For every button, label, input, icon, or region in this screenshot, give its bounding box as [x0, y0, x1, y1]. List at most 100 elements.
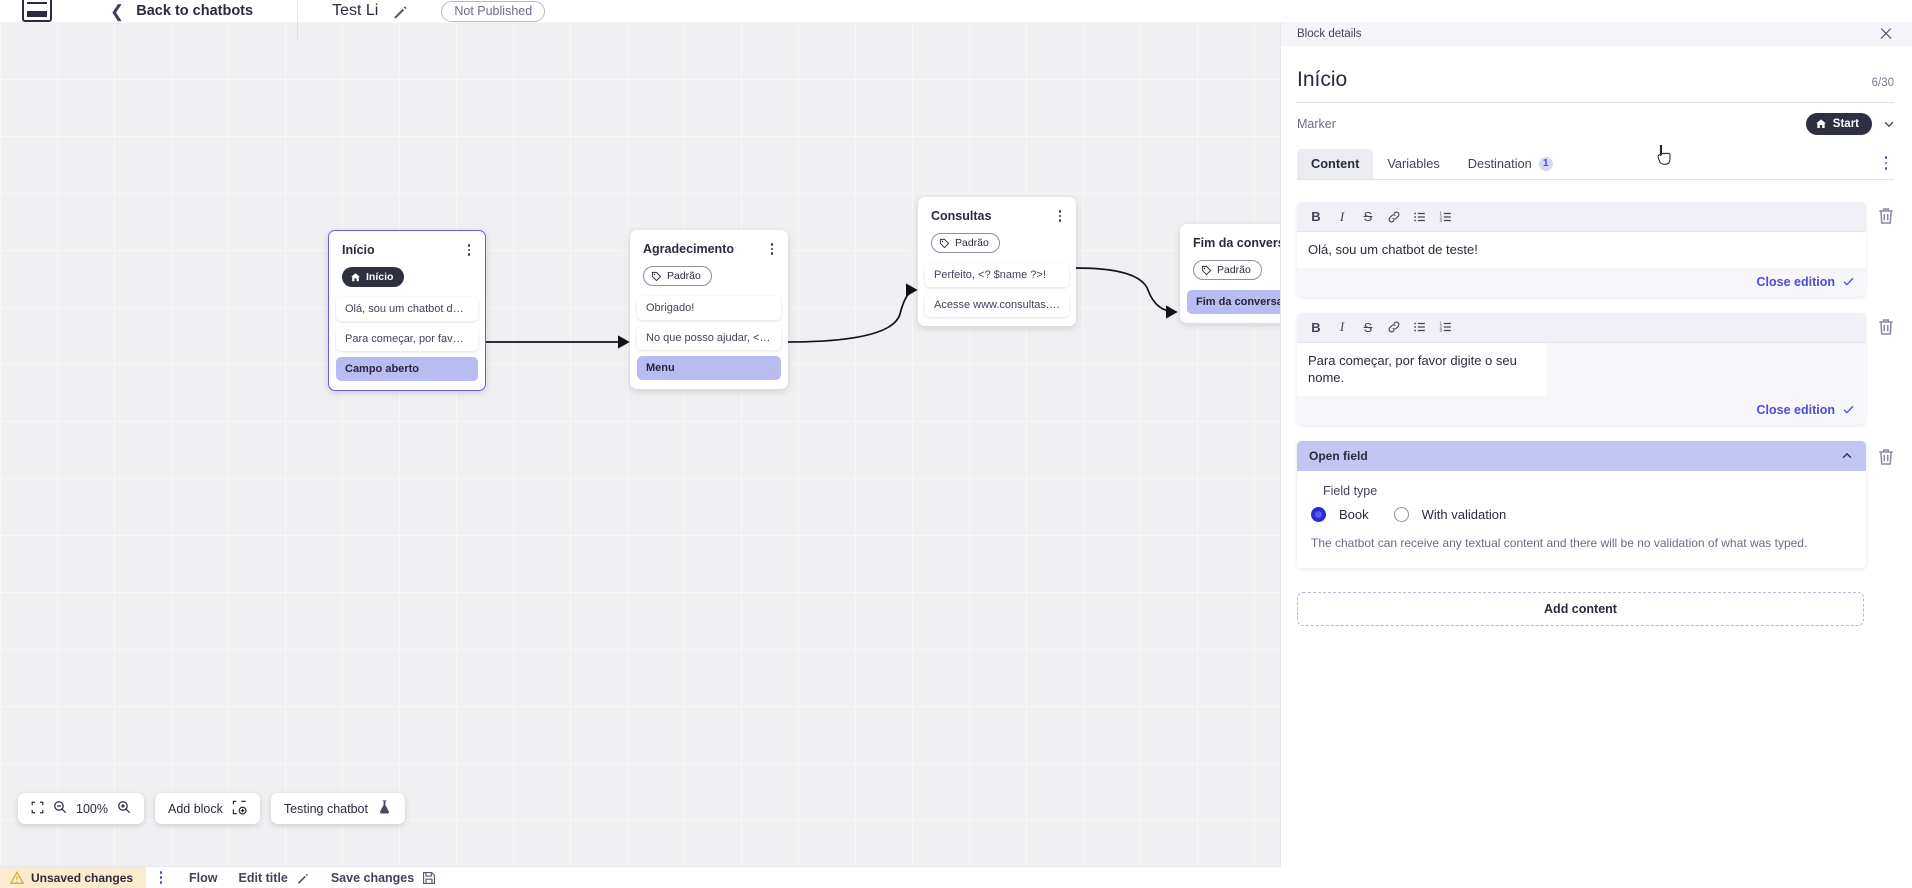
block-details-panel: Block details Início 6/30 Marker Start C…	[1280, 22, 1912, 888]
add-block-button[interactable]: Add block	[154, 793, 260, 824]
chevron-down-icon[interactable]	[1882, 117, 1896, 131]
flow-canvas[interactable]: Início Início Olá, sou um chatbot de tes…	[0, 22, 1281, 866]
node-badge-start: Início	[342, 267, 405, 287]
tab-destination-label: Destination	[1467, 156, 1532, 171]
close-edition-button[interactable]: Close edition	[1297, 268, 1866, 297]
svg-text:2: 2	[1440, 214, 1443, 219]
zoom-level: 100%	[76, 801, 108, 816]
radio-book[interactable]	[1311, 506, 1326, 522]
editor-text-area[interactable]: Olá, sou um chatbot de teste!	[1297, 232, 1866, 268]
radio-with-validation-label[interactable]: With validation	[1421, 506, 1507, 522]
flow-node-consultas[interactable]: Consultas Padrão Perfeito, <? $name ?>! …	[918, 197, 1076, 326]
node-badge-default: Padrão	[1193, 260, 1262, 280]
tab-content-label: Content	[1311, 156, 1360, 171]
node-chip[interactable]: Obrigado!	[637, 295, 781, 320]
field-type-label: Field type	[1323, 483, 1378, 498]
open-field-description: The chatbot can receive any textual cont…	[1311, 535, 1808, 550]
fit-screen-icon[interactable]	[31, 801, 44, 817]
node-badge-label: Padrão	[1217, 264, 1251, 276]
strikethrough-icon[interactable]: S	[1363, 319, 1373, 335]
publish-status-badge: Not Published	[441, 0, 546, 22]
save-changes-button[interactable]: Save changes	[331, 871, 436, 885]
svg-text:1: 1	[1440, 321, 1443, 326]
svg-text:1: 1	[1440, 210, 1443, 215]
node-kebab-icon[interactable]	[1053, 208, 1067, 224]
marker-value: Start	[1832, 118, 1859, 130]
chevron-up-icon[interactable]	[1840, 449, 1854, 463]
node-badge-label: Padrão	[667, 270, 701, 282]
node-badge-label: Início	[366, 271, 394, 283]
bullet-list-icon[interactable]	[1407, 317, 1433, 338]
radio-book-label[interactable]: Book	[1339, 506, 1369, 522]
trash-icon[interactable]	[1876, 447, 1896, 467]
zoom-in-icon[interactable]	[117, 800, 131, 817]
back-to-chatbots-link[interactable]: Back to chatbots	[136, 3, 254, 19]
flow-node-fim-da-conversa[interactable]: Fim da conversa Padrão Fim da conversa	[1180, 224, 1281, 323]
flow-node-inicio[interactable]: Início Início Olá, sou um chatbot de tes…	[328, 230, 486, 391]
node-header: Agradecimento Padrão	[630, 230, 788, 287]
italic-icon[interactable]: I	[1339, 319, 1345, 335]
node-chip[interactable]: Perfeito, <? $name ?>!	[925, 262, 1069, 287]
status-bar-kebab-icon[interactable]	[154, 867, 168, 888]
panel-topbar-label: Block details	[1297, 28, 1362, 40]
pencil-icon[interactable]	[392, 3, 409, 20]
status-bar: Unsaved changes Flow Edit title Save cha…	[0, 866, 1281, 888]
radio-with-validation[interactable]	[1393, 506, 1409, 522]
node-chip[interactable]: No que posso ajudar, <? $name ...	[637, 325, 781, 350]
testing-chatbot-button[interactable]: Testing chatbot	[270, 793, 405, 824]
node-title: Consultas	[931, 209, 992, 223]
tab-variables[interactable]: Variables	[1373, 149, 1453, 179]
open-field-body: Field type Book With validation The chat…	[1297, 470, 1866, 569]
node-chip[interactable]: Olá, sou um chatbot de teste!	[336, 296, 478, 321]
editor-text-area[interactable]: Para começar, por favor digite o seu nom…	[1297, 342, 1547, 396]
flow-label: Flow	[189, 870, 218, 885]
edit-title-button[interactable]: Edit title	[239, 871, 310, 885]
node-badge-default: Padrão	[643, 266, 712, 286]
marker-start-pill[interactable]: Start	[1805, 113, 1872, 135]
bullet-list-icon[interactable]	[1407, 206, 1433, 227]
node-chip[interactable]: Para começar, por favor digite o ...	[336, 326, 478, 351]
top-header: ❮ Back to chatbots Test Li Not Published	[0, 0, 1912, 40]
node-kebab-icon[interactable]	[462, 242, 476, 258]
chevron-left-icon[interactable]: ❮	[110, 1, 125, 21]
node-chip-highlight[interactable]: Fim da conversa	[1187, 289, 1281, 314]
strikethrough-icon[interactable]: S	[1363, 209, 1373, 224]
add-content-button[interactable]: Add content	[1297, 592, 1864, 627]
open-field-header[interactable]: Open field	[1297, 440, 1866, 471]
bold-icon[interactable]: B	[1311, 319, 1321, 335]
flow-node-agradecimento[interactable]: Agradecimento Padrão Obrigado! No que po…	[630, 230, 788, 389]
close-edition-button[interactable]: Close edition	[1297, 396, 1866, 425]
bold-icon[interactable]: B	[1311, 209, 1321, 224]
tab-content[interactable]: Content	[1297, 149, 1374, 179]
close-edition-label: Close edition	[1756, 274, 1835, 289]
node-title: Agradecimento	[643, 242, 734, 256]
italic-icon[interactable]: I	[1339, 208, 1345, 224]
marker-control: Start	[1805, 113, 1896, 135]
zoom-out-icon[interactable]	[53, 800, 67, 817]
node-chip[interactable]: Acesse www.consultas.com par...	[925, 292, 1069, 317]
node-kebab-icon[interactable]	[765, 241, 779, 257]
link-icon[interactable]	[1381, 317, 1407, 338]
node-chip-highlight[interactable]: Menu	[637, 355, 781, 380]
node-chip-highlight[interactable]: Campo aberto	[336, 356, 478, 381]
zoom-controls[interactable]: 100%	[18, 793, 144, 824]
trash-icon[interactable]	[1876, 317, 1896, 337]
node-body: Obrigado! No que posso ajudar, <? $name …	[630, 287, 788, 389]
app-logo-icon[interactable]	[22, 0, 52, 22]
panel-kebab-icon[interactable]	[1878, 152, 1894, 174]
panel-divider	[1297, 102, 1894, 103]
svg-text:2: 2	[1440, 324, 1443, 329]
tab-destination[interactable]: Destination 1	[1454, 149, 1567, 179]
node-header: Fim da conversa Padrão	[1180, 224, 1281, 281]
trash-icon[interactable]	[1876, 206, 1896, 226]
flow-button[interactable]: Flow	[189, 871, 217, 885]
close-icon[interactable]	[1878, 26, 1894, 42]
save-disk-icon	[423, 871, 436, 884]
link-icon[interactable]	[1381, 206, 1407, 227]
